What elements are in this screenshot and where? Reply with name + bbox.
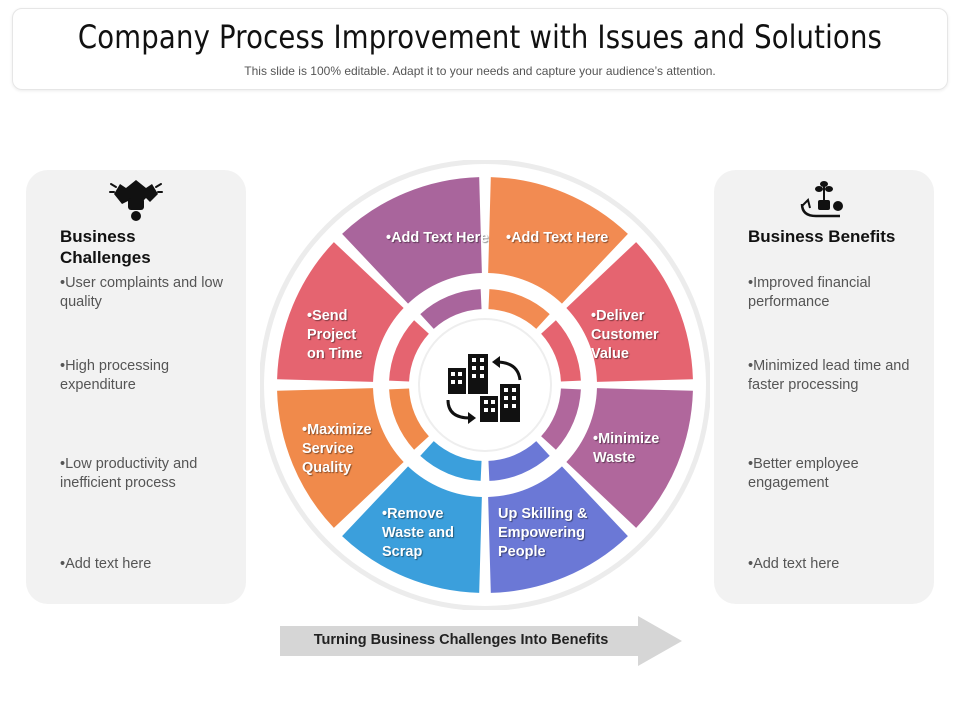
wheel-segment (488, 177, 628, 304)
wheel-segment (277, 388, 404, 528)
handshake-icon (109, 180, 163, 221)
wheel-inner-segment (488, 289, 550, 329)
wheel-segment (566, 388, 693, 528)
segment-label-send-project: •Send Project on Time (307, 308, 363, 362)
wheel-segment (566, 242, 693, 382)
benefits-panel: Business Benefits •Improved financial pe… (714, 170, 934, 604)
wheel-inner-segment (541, 320, 581, 382)
segment-label-minimize-waste: •Minimize Waste (593, 431, 660, 466)
challenge-item: •User complaints and low quality (60, 275, 224, 310)
challenges-heading: Business Challenges (60, 227, 151, 267)
wheel-inner-segment (420, 289, 482, 329)
wheel-inner-segment (389, 320, 429, 382)
wheel-segment (342, 177, 482, 304)
challenge-item: •Low productivity and inefficient proces… (60, 456, 198, 491)
money-plant-icon (800, 181, 843, 218)
process-wheel (260, 160, 710, 610)
page-title: Company Process Improvement with Issues … (77, 18, 883, 56)
header-box (12, 8, 948, 90)
wheel-inner-segment (389, 388, 429, 450)
wheel-inner-segment (541, 388, 581, 450)
segment-label-maximize-service-quality: •Maximize Service Quality (302, 422, 372, 476)
segment-label-add-text-1: •Add Text Here (506, 230, 609, 246)
page-subtitle: This slide is 100% editable. Adapt it to… (244, 64, 716, 78)
segment-label-remove-waste: •Remove Waste and Scrap (382, 506, 454, 560)
buildings-cycle-icon (446, 354, 522, 424)
arrow-label: Turning Business Challenges Into Benefit… (313, 632, 609, 648)
wheel-segment (488, 466, 628, 593)
challenge-item: •Add text here (60, 556, 152, 572)
benefit-item: •Add text here (748, 556, 840, 572)
segment-label-add-text-2: •Add Text Here (386, 230, 489, 246)
wheel-inner-segment (420, 441, 482, 481)
challenges-panel: Business Challenges •User complaints and… (26, 170, 246, 604)
challenge-item: •High processing expenditure (60, 358, 170, 393)
wheel-segment (277, 242, 404, 382)
challenges-to-benefits-arrow (280, 616, 682, 666)
benefit-item: •Better employee engagement (748, 456, 859, 491)
benefit-item: •Minimized lead time and faster processi… (748, 358, 910, 393)
benefits-heading: Business Benefits (748, 227, 896, 246)
benefit-item: •Improved financial performance (748, 275, 871, 310)
segment-label-up-skilling: Up Skilling & Empowering People (498, 506, 588, 560)
wheel-inner-segment (488, 441, 550, 481)
segment-label-deliver-customer-value: •Deliver Customer Value (591, 308, 659, 362)
wheel-segment (342, 466, 482, 593)
